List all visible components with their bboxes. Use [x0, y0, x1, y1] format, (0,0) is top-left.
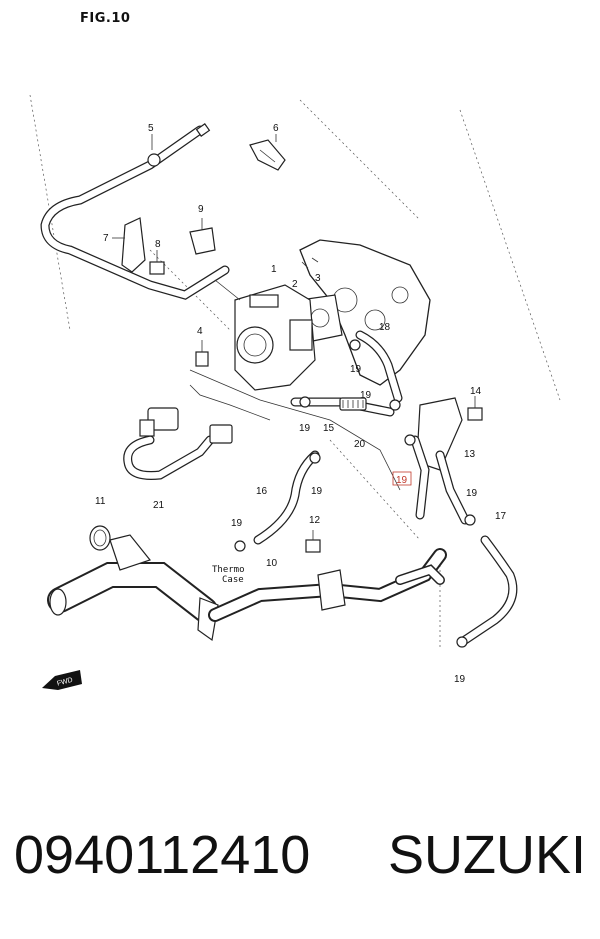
- water-pipe: [47, 534, 447, 642]
- figure-title: FIG.10: [80, 11, 130, 26]
- callout-19-highlighted: 19: [396, 475, 408, 486]
- cable-clip: [249, 139, 286, 171]
- callout-19-a: 19: [350, 364, 362, 375]
- callout-16: 16: [256, 486, 268, 497]
- callout-20: 20: [354, 439, 366, 450]
- callout-4: 4: [197, 326, 203, 337]
- callout-12: 12: [309, 515, 321, 526]
- bracket-13: [410, 397, 470, 525]
- note-line-2: Case: [222, 575, 244, 585]
- callout-8: 8: [155, 239, 161, 250]
- callout-11: 11: [95, 496, 106, 507]
- note-line-1: Thermo: [212, 565, 245, 575]
- hose-16: [253, 450, 320, 545]
- hose-17: [460, 535, 518, 645]
- callout-19-e: 19: [466, 488, 478, 499]
- callout-14: 14: [470, 386, 482, 397]
- callout-labels: 5 6 9 7 8 1 3 2 4 18 19 19 14 19 15 20 1…: [95, 123, 507, 685]
- callout-19-b: 19: [360, 390, 372, 401]
- callout-2: 2: [292, 279, 298, 290]
- callout-13: 13: [464, 449, 476, 460]
- sensor-harness: [123, 407, 233, 480]
- hose-clamps: [234, 339, 476, 648]
- forward-direction-marker: FWD: [42, 670, 82, 690]
- throttle-body: [214, 279, 316, 391]
- callout-5: 5: [148, 123, 154, 134]
- brand-name: SUZUKI: [388, 825, 587, 885]
- callout-10: 10: [266, 558, 278, 569]
- highlight-box: [392, 471, 412, 486]
- part-number: 0940112410: [14, 825, 311, 885]
- bolt-4: [195, 340, 209, 367]
- engine-outline: [189, 369, 401, 491]
- callout-21: 21: [153, 500, 165, 511]
- callout-18: 18: [379, 322, 391, 333]
- hose-18: [355, 330, 403, 403]
- callout-19-c: 19: [299, 423, 311, 434]
- bracket-9: [189, 218, 216, 255]
- callout-15: 15: [323, 423, 335, 434]
- callout-17: 17: [495, 511, 507, 522]
- callout-9: 9: [198, 204, 204, 215]
- svg-text:FWD: FWD: [56, 677, 73, 688]
- cable-bracket: [112, 217, 146, 273]
- parts-diagram: FIG.10: [29, 11, 561, 690]
- callout-19-d: 19: [311, 486, 323, 497]
- callout-6: 6: [273, 123, 279, 134]
- throttle-cable: [40, 123, 230, 300]
- bolt-12: [305, 530, 321, 553]
- callout-1: 1: [271, 264, 277, 275]
- bolt-8: [149, 250, 165, 275]
- callout-3: 3: [315, 273, 321, 284]
- bolt-14: [467, 396, 483, 421]
- callout-19-g: 19: [454, 674, 466, 685]
- callout-7: 7: [103, 233, 109, 244]
- o-ring: [89, 525, 111, 551]
- callout-19-f: 19: [231, 518, 243, 529]
